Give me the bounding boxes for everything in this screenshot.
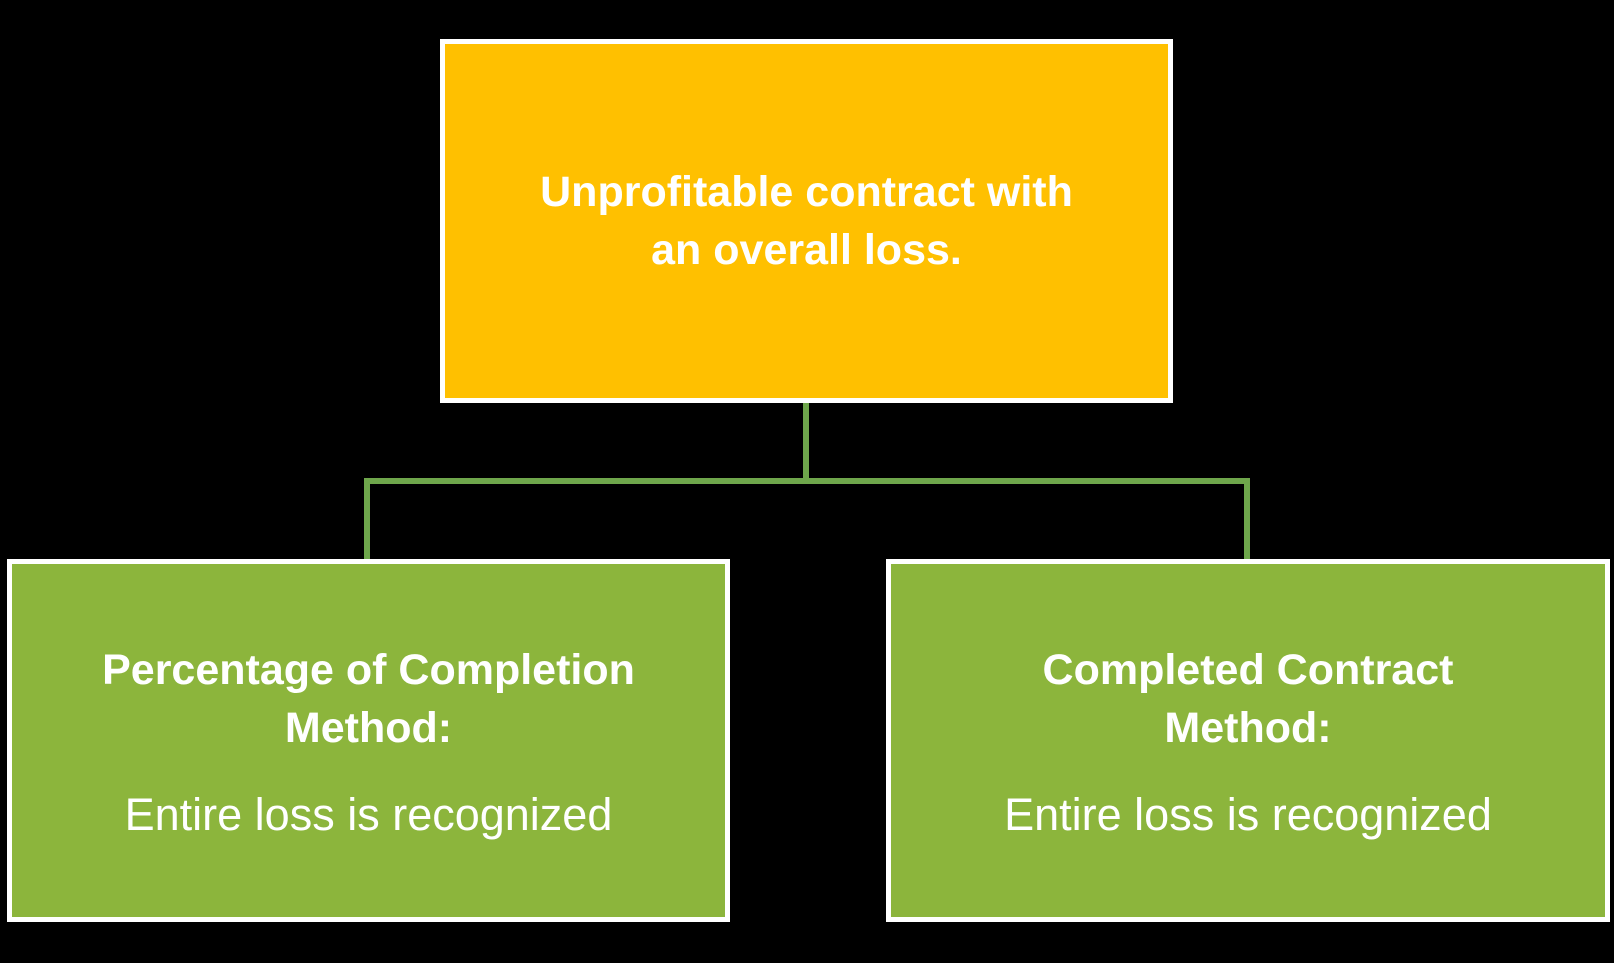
connector-drop-left bbox=[364, 478, 370, 564]
right-node-title-line1: Completed Contract bbox=[1042, 645, 1454, 694]
root-node-title-line2: an overall loss. bbox=[651, 226, 962, 274]
child-node-percentage-of-completion: Percentage of Completion Method: Entire … bbox=[7, 559, 730, 922]
connector-stem bbox=[803, 403, 809, 480]
root-node-title-line1: Unprofitable contract with bbox=[540, 168, 1073, 216]
child-node-completed-contract: Completed Contract Method: Entire loss i… bbox=[886, 559, 1610, 922]
root-node-unprofitable-contract: Unprofitable contract with an overall lo… bbox=[440, 39, 1173, 403]
connector-crossbar bbox=[364, 478, 1250, 484]
right-node-title-line2: Method: bbox=[1164, 703, 1332, 752]
left-node-title-line1: Percentage of Completion bbox=[102, 645, 635, 694]
right-node-body: Entire loss is recognized bbox=[1004, 788, 1492, 840]
left-node-body: Entire loss is recognized bbox=[124, 788, 613, 840]
left-node-title-line2: Method: bbox=[284, 703, 453, 752]
connector-drop-right bbox=[1244, 478, 1250, 564]
